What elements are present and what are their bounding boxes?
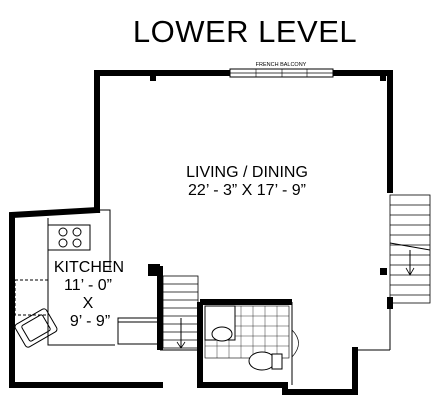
kitchen-dim-1: 11’ - 0” — [64, 277, 112, 294]
fridge-space — [14, 279, 49, 316]
bathroom — [204, 305, 299, 371]
stairs-left — [162, 275, 199, 349]
door-swing — [291, 329, 299, 358]
toilet-tank — [271, 353, 283, 370]
basin-icon — [211, 326, 233, 342]
bath-bottom-wall — [197, 347, 358, 395]
exterior-walls — [9, 70, 393, 395]
stairs-right — [389, 194, 431, 350]
kitchen-outer-wall — [9, 206, 163, 388]
plan-title: LOWER LEVEL — [133, 14, 357, 49]
kitchen-name: KITCHEN — [54, 259, 124, 276]
living-dimensions: 22’ - 3” X 17’ - 9” — [188, 182, 306, 199]
living-name: LIVING / DINING — [186, 164, 308, 181]
sink-icon — [14, 308, 58, 348]
top-wall-right — [330, 70, 393, 193]
kitchen-dim-2: 9’ - 9” — [70, 313, 110, 330]
interior-walls — [157, 266, 292, 385]
balcony-label: FRENCH BALCONY — [256, 62, 307, 68]
toilet-icon — [248, 351, 276, 371]
french-balcony: FRENCH BALCONY — [229, 62, 334, 78]
kitchen-counters — [14, 209, 115, 346]
stove-icon — [58, 227, 82, 248]
dishwasher-icon — [117, 317, 159, 345]
kitchen-dim-sep: X — [83, 295, 94, 312]
